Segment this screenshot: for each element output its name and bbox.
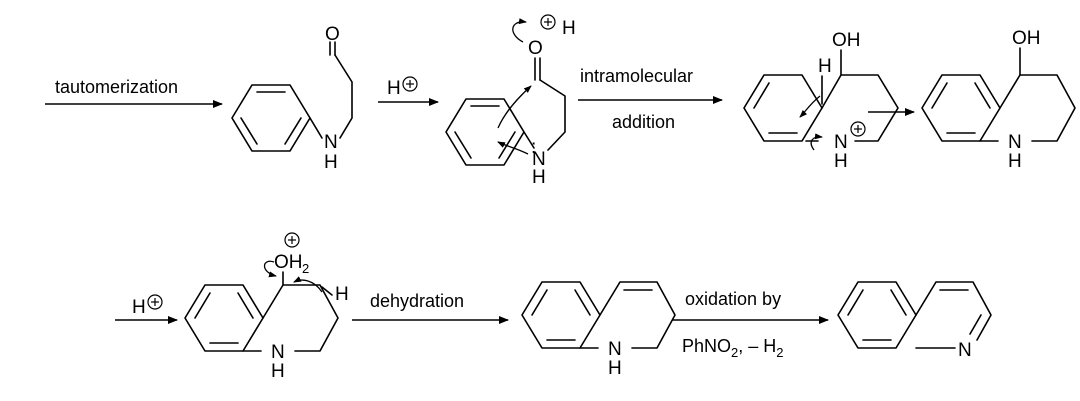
dehydration-arrow: dehydration [352,291,509,324]
tautomerization-label: tautomerization [55,77,178,97]
hydrogen-atom: H [1008,151,1022,172]
curly-arrow-icon [263,260,277,278]
benzene-ring [921,74,1001,142]
benzene-ring [743,74,823,142]
benzene-ring [837,281,917,349]
hydrogen-atom: H [324,152,338,173]
tautomerization-arrow: tautomerization [45,77,223,108]
hydrogen-atom: H [562,18,576,39]
oxidation-arrow: oxidation by PhNO2, – H2 [672,289,829,360]
piperidine-ring [262,284,339,352]
benzene-ring [184,284,264,352]
proton-label: H [387,78,401,99]
addition-label: addition [612,112,675,132]
nitrogen-atom: N [958,340,972,361]
nitrogen-atom: N [608,339,622,360]
piperidine-ring [821,74,899,142]
curly-arrow-icon [512,18,527,43]
hydrogen-atom: H [532,167,546,188]
oxygen-atom: O [528,38,543,59]
piperidine-ring [999,74,1076,142]
side-chain-bond [523,79,566,151]
ring-double-bond [969,314,982,335]
proton-label: H [132,297,146,318]
reagent-label: PhNO2, – H2 [682,336,784,360]
plus-charge-icon [147,294,163,310]
molecule-protonated-aldehyde: O H N : H [445,14,576,188]
curly-arrow-icon [293,276,323,293]
molecule-aminoaldehyde: O N H [231,24,353,173]
hydrogen-atom: H [271,361,285,382]
curly-arrow-icon [799,95,821,118]
nitrogen-atom: N [834,132,848,153]
oxidation-label: oxidation by [685,289,781,309]
molecule-oxonium-intermediate: OH 2 H N H [184,232,349,382]
hydrogen-atom: H [834,151,848,172]
nitrogen-atom: N [324,132,338,153]
side-chain-bond [309,54,353,139]
curly-arrow-icon [497,141,529,155]
hydrogen-atom: H [608,358,622,379]
molecule-iminium-intermediate: OH H N H [743,30,899,172]
carbon-hydrogen-bond [321,286,333,296]
nitrogen-atom: N [532,149,546,170]
intramolecular-addition-arrow: intramolecular addition [578,66,723,132]
protonation-arrow: H [378,76,439,106]
molecule-quinoline: N [837,281,992,361]
plus-charge-icon [850,121,866,137]
nitrogen-atom: N [1008,132,1022,153]
oxonium-group: OH [274,252,303,273]
benzene-ring [231,84,311,152]
hydrogen-atom: H [335,284,349,305]
intramolecular-label: intramolecular [580,66,693,86]
plus-charge-icon [402,76,418,92]
dehydration-label: dehydration [370,291,464,311]
plus-charge-icon [540,14,556,30]
benzene-ring [521,281,601,349]
nitrogen-atom: N [271,342,285,363]
molecule-dihydroquinoline: N H [521,281,676,379]
benzene-ring [445,98,525,166]
molecule-hydroxy-tetrahydroquinoline: OH N H [921,28,1076,172]
lone-pair: : [531,137,536,158]
oxygen-atom: O [325,24,340,45]
hydrogen-atom: H [818,56,832,77]
plus-charge-icon [284,232,300,248]
curly-arrow-icon [497,85,532,129]
oxonium-subscript: 2 [302,261,309,276]
hydroxyl-group: OH [832,30,861,51]
protonation-arrow-2: H [115,294,178,324]
hydroxyl-group: OH [1012,28,1041,49]
dihydropyridine-ring [599,281,676,349]
curly-arrow-icon [810,133,823,151]
pyridine-ring [915,281,992,349]
